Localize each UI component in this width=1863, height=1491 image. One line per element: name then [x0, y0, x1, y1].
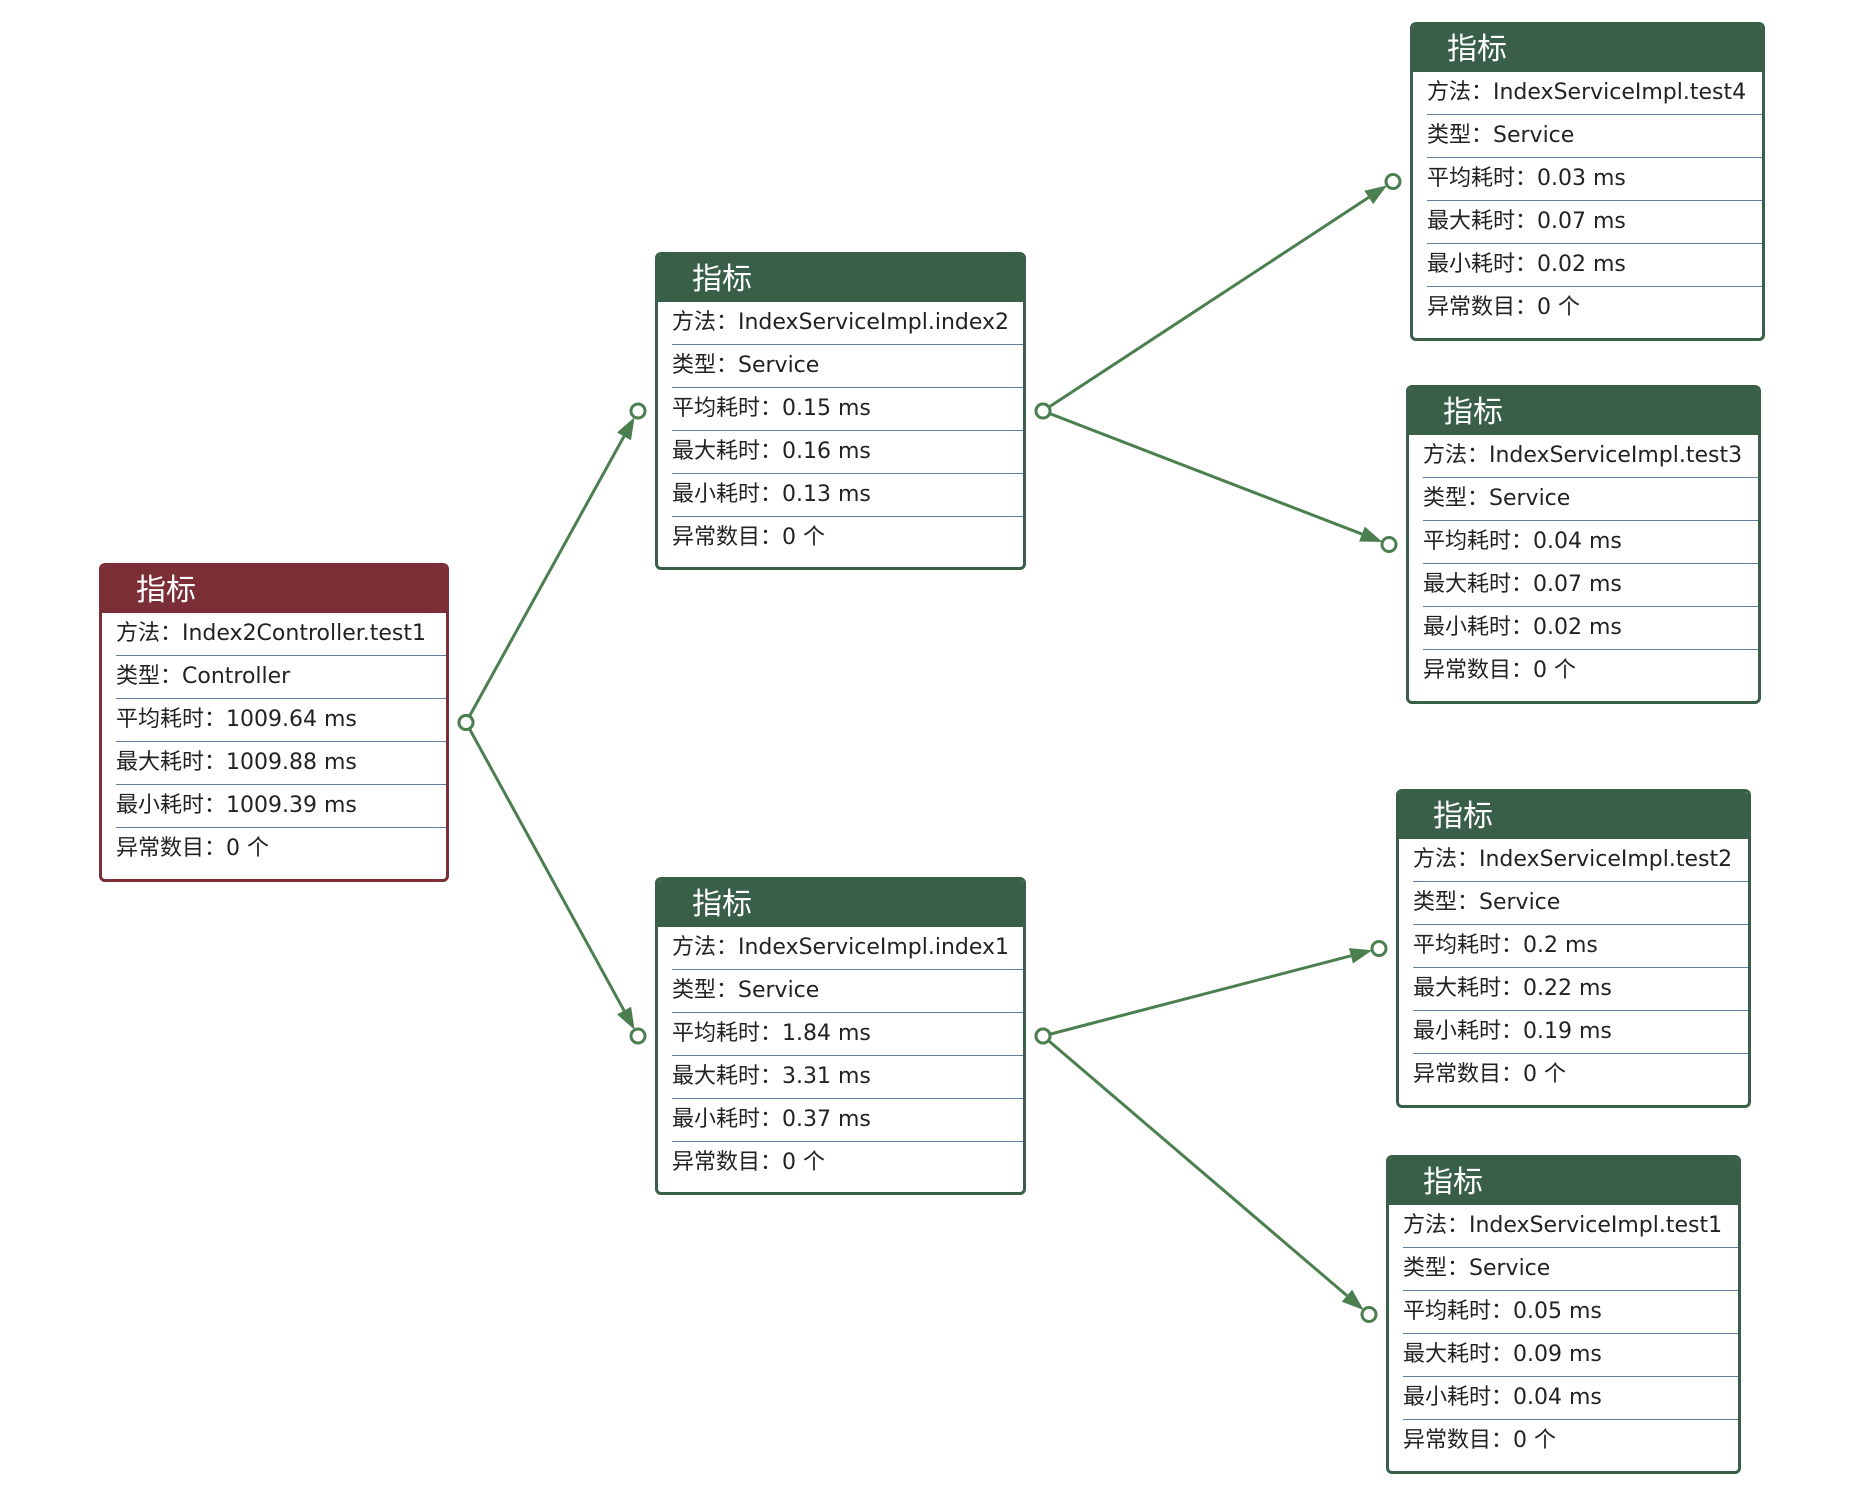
node-index1-error-count: 异常数目：0 个: [672, 1150, 825, 1175]
node-test3-min-time: 最小耗时：0.02 ms: [1423, 607, 1758, 650]
arrowhead-root-index1: [617, 1006, 635, 1030]
node-test3-header: 指标: [1409, 388, 1758, 435]
node-test1[interactable]: 指标 方法：IndexServiceImpl.test1 类型：Service …: [1386, 1155, 1741, 1474]
edge-index1-test1: [1047, 1039, 1348, 1297]
edge-root-index2: [468, 435, 626, 718]
node-test4-method: 方法：IndexServiceImpl.test4: [1427, 72, 1762, 115]
node-index1-avg-time: 平均耗时：1.84 ms: [672, 1013, 1023, 1056]
arrowhead-index1-test2: [1348, 948, 1373, 964]
node-test1-header: 指标: [1389, 1158, 1738, 1205]
node-test2-method: 方法：IndexServiceImpl.test2: [1413, 839, 1748, 882]
node-test2-min-time: 最小耗时：0.19 ms: [1413, 1011, 1748, 1054]
port-in-root-index1: [629, 1027, 647, 1045]
node-index2[interactable]: 指标 方法：IndexServiceImpl.index2 类型：Service…: [655, 252, 1026, 570]
node-test1-type: 类型：Service: [1403, 1248, 1738, 1291]
port-in-index2-test4: [1384, 173, 1402, 190]
node-test2-error-count: 异常数目：0 个: [1413, 1062, 1566, 1087]
port-in-index1-test1: [1360, 1306, 1378, 1323]
node-test1-method: 方法：IndexServiceImpl.test1: [1403, 1205, 1738, 1248]
port-out-root-index1: [457, 714, 475, 731]
arrowhead-index2-test3: [1359, 526, 1383, 542]
node-test3-avg-time: 平均耗时：0.04 ms: [1423, 521, 1758, 564]
edge-index1-test2: [1049, 954, 1352, 1036]
port-in-root-index2: [629, 402, 647, 420]
node-test2[interactable]: 指标 方法：IndexServiceImpl.test2 类型：Service …: [1396, 789, 1751, 1108]
node-test3-error-count: 异常数目：0 个: [1423, 658, 1576, 683]
node-index1[interactable]: 指标 方法：IndexServiceImpl.index1 类型：Service…: [655, 877, 1026, 1195]
port-out-index1-test1: [1034, 1027, 1052, 1045]
node-test1-error-count: 异常数目：0 个: [1403, 1428, 1556, 1453]
node-root-type: 类型：Controller: [116, 656, 446, 699]
node-test4[interactable]: 指标 方法：IndexServiceImpl.test4 类型：Service …: [1410, 22, 1765, 341]
node-test1-avg-time: 平均耗时：0.05 ms: [1403, 1291, 1738, 1334]
node-root-max-time: 最大耗时：1009.88 ms: [116, 742, 446, 785]
node-test3-type: 类型：Service: [1423, 478, 1758, 521]
node-index1-header: 指标: [658, 880, 1023, 927]
node-index2-min-time: 最小耗时：0.13 ms: [672, 474, 1023, 517]
node-test2-header: 指标: [1399, 792, 1748, 839]
edge-index2-test3: [1048, 412, 1363, 536]
node-index2-avg-time: 平均耗时：0.15 ms: [672, 388, 1023, 431]
node-root-avg-time: 平均耗时：1009.64 ms: [116, 699, 446, 742]
port-in-index1-test2: [1370, 940, 1388, 957]
node-test3-method: 方法：IndexServiceImpl.test3: [1423, 435, 1758, 478]
edge-index2-test4: [1048, 196, 1370, 409]
node-test4-avg-time: 平均耗时：0.03 ms: [1427, 158, 1762, 201]
node-root-error-count: 异常数目：0 个: [116, 836, 269, 861]
node-test4-max-time: 最大耗时：0.07 ms: [1427, 201, 1762, 244]
arrowhead-index1-test1: [1341, 1289, 1364, 1310]
node-root-min-time: 最小耗时：1009.39 ms: [116, 785, 446, 828]
node-test2-max-time: 最大耗时：0.22 ms: [1413, 968, 1748, 1011]
arrowhead-index2-test4: [1364, 185, 1388, 205]
node-test2-type: 类型：Service: [1413, 882, 1748, 925]
edge-root-index1: [468, 727, 626, 1012]
port-in-index2-test3: [1380, 536, 1398, 553]
node-test3-max-time: 最大耗时：0.07 ms: [1423, 564, 1758, 607]
node-root-method: 方法：Index2Controller.test1: [116, 613, 446, 656]
node-test3[interactable]: 指标 方法：IndexServiceImpl.test3 类型：Service …: [1406, 385, 1761, 704]
node-test1-min-time: 最小耗时：0.04 ms: [1403, 1377, 1738, 1420]
node-test4-type: 类型：Service: [1427, 115, 1762, 158]
node-index1-max-time: 最大耗时：3.31 ms: [672, 1056, 1023, 1099]
node-index1-type: 类型：Service: [672, 970, 1023, 1013]
node-root-header: 指标: [102, 566, 446, 613]
node-index2-max-time: 最大耗时：0.16 ms: [672, 431, 1023, 474]
node-test4-header: 指标: [1413, 25, 1762, 72]
node-index2-header: 指标: [658, 255, 1023, 302]
node-index1-min-time: 最小耗时：0.37 ms: [672, 1099, 1023, 1142]
node-test4-error-count: 异常数目：0 个: [1427, 295, 1580, 320]
node-index1-method: 方法：IndexServiceImpl.index1: [672, 927, 1023, 970]
node-root[interactable]: 指标 方法：Index2Controller.test1 类型：Controll…: [99, 563, 449, 882]
node-test1-max-time: 最大耗时：0.09 ms: [1403, 1334, 1738, 1377]
node-test2-avg-time: 平均耗时：0.2 ms: [1413, 925, 1748, 968]
arrowhead-root-index2: [616, 417, 635, 441]
node-index2-error-count: 异常数目：0 个: [672, 525, 825, 550]
node-index2-type: 类型：Service: [672, 345, 1023, 388]
node-test4-min-time: 最小耗时：0.02 ms: [1427, 244, 1762, 287]
port-out-index2-test3: [1034, 402, 1052, 420]
node-index2-method: 方法：IndexServiceImpl.index2: [672, 302, 1023, 345]
